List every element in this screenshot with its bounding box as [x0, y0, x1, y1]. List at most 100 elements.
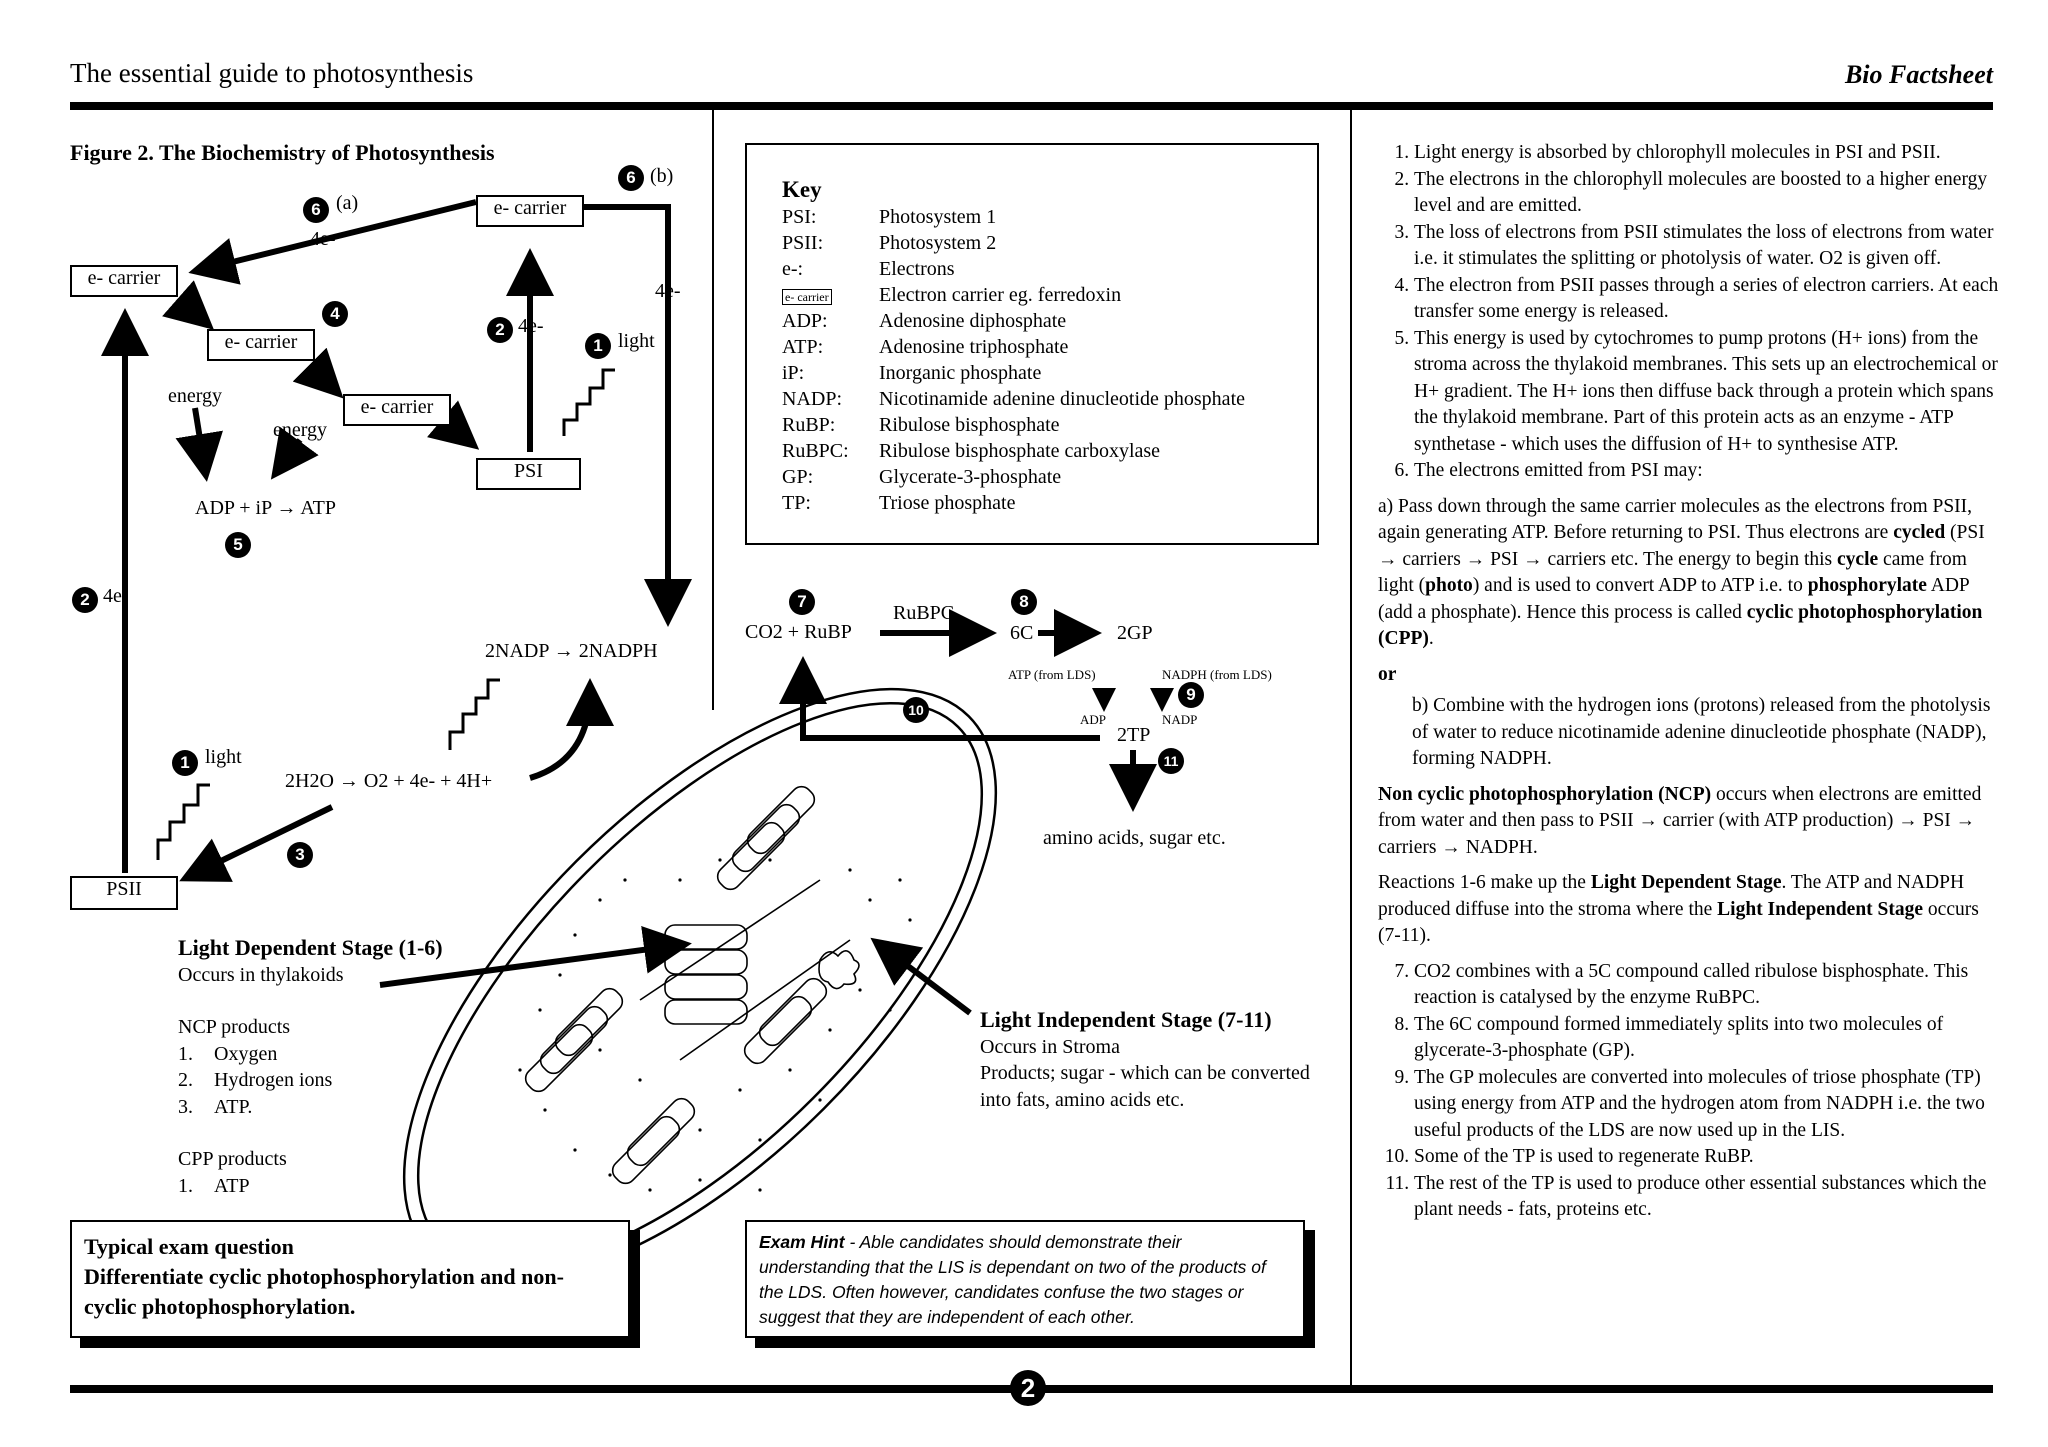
nadp-label: NADP	[1162, 712, 1198, 727]
header-rule	[70, 102, 1993, 110]
explanation-column: Light energy is absorbed by chlorophyll …	[1378, 140, 2000, 1224]
step-badge-2-psii: 2	[72, 587, 98, 613]
step-badge-8: 8	[1011, 589, 1037, 615]
label-4e-right: 4e-	[655, 280, 681, 302]
atp-equation: ADP + iP → ATP	[195, 497, 336, 519]
option-a-paragraph: a) Pass down through the same carrier mo…	[1378, 495, 1985, 650]
step-item: The 6C compound formed immediately split…	[1414, 1012, 2000, 1065]
key-row: ADP:Adenosine diphosphate	[782, 310, 1067, 332]
light-zigzag-psii	[156, 783, 210, 860]
psii-box: PSII	[70, 876, 178, 910]
step-badge-6b: 6	[618, 165, 644, 191]
step-item: The GP molecules are converted into mole…	[1414, 1065, 2000, 1145]
step-item: The loss of electrons from PSII stimulat…	[1414, 220, 2000, 273]
lis-products: Products; sugar - which can be converted…	[980, 1062, 1310, 1111]
option-b-paragraph: b) Combine with the hydrogen ions (proto…	[1412, 695, 1991, 769]
psi-box: PSI	[476, 458, 581, 490]
step-badge-3: 3	[287, 842, 313, 868]
arrow-energy-2	[270, 426, 319, 480]
arrow-chain-1	[162, 280, 215, 330]
key-row: NADP:Nicotinamide adenine dinucleotide p…	[782, 388, 1245, 410]
key-row: PSI:Photosystem 1	[782, 206, 997, 228]
label-4e-psii: 4e-	[103, 585, 129, 607]
steps-list-1-6: Light energy is absorbed by chlorophyll …	[1378, 140, 2000, 485]
step-badge-10: 10	[903, 697, 929, 723]
carrier-box-lower: e- carrier	[343, 394, 451, 426]
step-badge-1-psii: 1	[172, 750, 198, 776]
key-row: RuBP:Ribulose bisphosphate	[782, 414, 1060, 436]
six-c-label: 6C	[1010, 622, 1034, 644]
lds-title: Light Dependent Stage (1-6)	[178, 935, 443, 960]
key-row: PSII:Photosystem 2	[782, 232, 997, 254]
label-6a: (a)	[336, 192, 359, 214]
arrow-regenerate-rubp	[779, 656, 1100, 741]
key-row: TP:Triose phosphate	[782, 492, 1016, 514]
lis-title: Light Independent Stage (7-11)	[980, 1007, 1272, 1032]
figure-title: Figure 2. The Biochemistry of Photosynth…	[70, 140, 495, 165]
arrow-chain-2	[292, 347, 344, 399]
co2-rubp-label: CO2 + RuBP	[745, 621, 852, 643]
step-item: This energy is used by cytochromes to pu…	[1414, 326, 2000, 459]
cpp-product-item: 1.ATP	[178, 1174, 250, 1197]
label-energy-2: energy	[273, 419, 328, 441]
label-energy-1: energy	[168, 385, 223, 407]
step-badge-11: 11	[1158, 748, 1184, 774]
label-6b: (b)	[650, 165, 674, 187]
nadp-equation: 2NADP → 2NADPH	[485, 640, 658, 662]
or-label: or	[1378, 663, 1397, 685]
page-number: 2	[1010, 1370, 1046, 1406]
light-zigzag-water	[448, 678, 500, 750]
exam-hint-box: Exam Hint - Able candidates should demon…	[745, 1220, 1305, 1338]
step-badge-9: 9	[1178, 682, 1204, 708]
arrow-carrier-to-carrier	[188, 199, 477, 285]
key-row: iP:Inorganic phosphate	[782, 362, 1042, 384]
label-light-psi: light	[618, 330, 655, 352]
cpp-products-title: CPP products	[178, 1148, 287, 1170]
atp-from-lds-label: ATP (from LDS)	[1008, 667, 1096, 682]
ncp-product-item: 1.Oxygen	[178, 1042, 278, 1065]
step-item: The electrons emitted from PSI may:	[1414, 458, 2000, 485]
exam-hint-text: Exam Hint - Able candidates should demon…	[759, 1232, 1266, 1327]
adp-label: ADP	[1080, 712, 1107, 727]
arrow-to-nadph	[584, 204, 692, 627]
carrier-box-left: e- carrier	[70, 265, 178, 297]
carrier-box-middle: e- carrier	[207, 329, 315, 361]
key-row: ATP:Adenosine triphosphate	[782, 336, 1069, 358]
step-item: CO2 combines with a 5C compound called r…	[1414, 959, 2000, 1012]
ncp-products-title: NCP products	[178, 1016, 291, 1038]
steps-list-7-11: CO2 combines with a 5C compound called r…	[1378, 959, 2000, 1224]
reactions-paragraph: Reactions 1-6 make up the Light Dependen…	[1378, 872, 1979, 946]
nadph-from-lds-label: NADPH (from LDS)	[1162, 667, 1272, 682]
lis-location: Occurs in Stroma	[980, 1035, 1120, 1058]
step-item: Some of the TP is used to regenerate RuB…	[1414, 1144, 2000, 1171]
step-item: Light energy is absorbed by chlorophyll …	[1414, 140, 2000, 167]
step-item: The rest of the TP is used to produce ot…	[1414, 1171, 2000, 1224]
arrow-lis-pointer	[870, 937, 972, 1016]
two-tp-label: 2TP	[1117, 724, 1151, 746]
step-item: The electrons in the chlorophyll molecul…	[1414, 167, 2000, 220]
page-header-series: Bio Factsheet	[1844, 60, 1993, 89]
ncp-paragraph: Non cyclic photophosphorylation (NCP) oc…	[1378, 783, 1982, 858]
step-badge-6a: 6	[303, 197, 329, 223]
step-badge-2-psi: 2	[487, 317, 513, 343]
key-row: GP:Glycerate-3-phosphate	[782, 466, 1062, 488]
rubpc-label: RuBPC	[893, 602, 955, 624]
key-title: Key	[782, 177, 822, 202]
arrow-hydrogen-curve	[529, 678, 614, 781]
step-item: The electron from PSII passes through a …	[1414, 273, 2000, 326]
arrow-water-to-psii	[179, 804, 334, 882]
step-badge-4: 4	[322, 301, 348, 327]
key-row: RuBPC:Ribulose bisphosphate carboxylase	[782, 440, 1161, 462]
arrow-lds-pointer	[379, 925, 692, 988]
amino-acids-label: amino acids, sugar etc.	[1043, 827, 1226, 849]
label-light-psii: light	[205, 746, 242, 768]
lds-description: Light Dependent Stage (1-6) Occurs in th…	[178, 935, 443, 1199]
column-divider-left	[712, 110, 714, 710]
key-box: Key PSI:Photosystem 1 PSII:Photosystem 2…	[745, 143, 1319, 545]
lis-description: Light Independent Stage (7-11) Occurs in…	[980, 1007, 1310, 1113]
label-4e-top: 4e-	[310, 228, 336, 250]
step-badge-1-psi: 1	[585, 333, 611, 359]
exam-question-box: Typical exam question Differentiate cycl…	[70, 1220, 630, 1338]
key-row: e-:Electrons	[782, 258, 955, 280]
